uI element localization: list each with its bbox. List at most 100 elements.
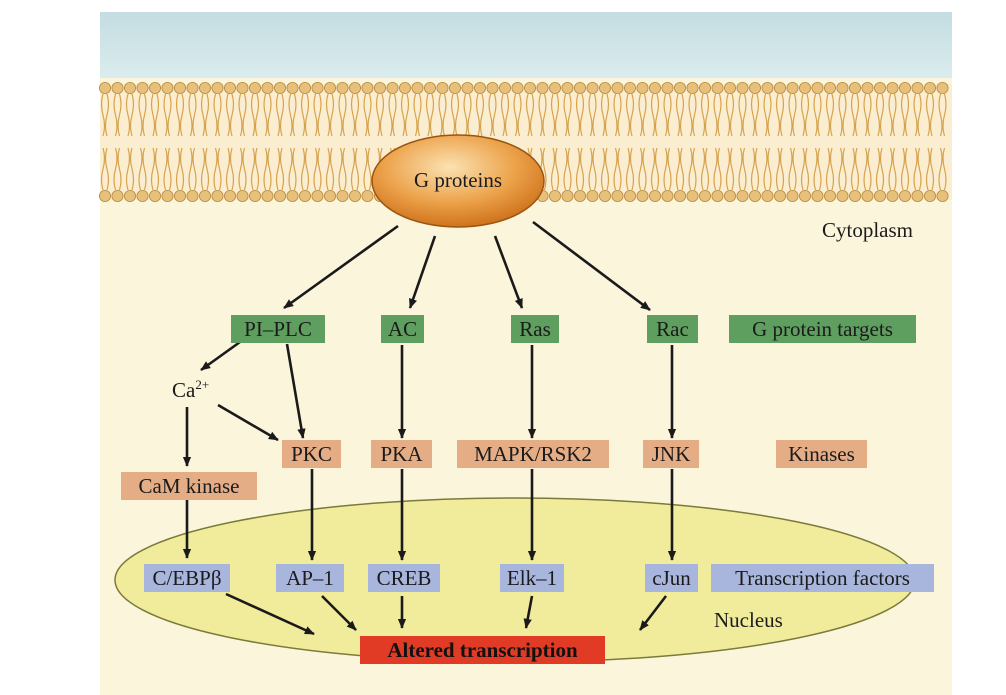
lipid-tail <box>938 147 943 191</box>
lipid-tail <box>154 93 160 137</box>
lipid-tail <box>892 147 897 191</box>
lipid-head <box>811 82 824 95</box>
lipid-tail <box>942 147 947 191</box>
lipid-head <box>661 189 674 202</box>
lipid-tail <box>642 93 647 137</box>
lipid-tail <box>692 93 697 137</box>
extracellular-region <box>100 12 952 78</box>
lipid-head <box>561 82 574 95</box>
lipid-tail <box>275 93 281 137</box>
lipid-head <box>236 189 249 202</box>
lipid-head <box>286 82 299 95</box>
lipid-tail <box>717 147 722 191</box>
lipid-tail <box>129 147 135 191</box>
lipid-tail <box>292 147 297 191</box>
lipid-head <box>599 189 612 202</box>
lipid-tail <box>363 93 368 137</box>
lipid-head <box>124 189 137 202</box>
lipid-tail <box>417 93 422 137</box>
lipid-tail <box>317 147 322 191</box>
lipid-head <box>899 189 912 202</box>
lipid-tail <box>542 93 547 137</box>
lipid-tail <box>213 93 218 137</box>
lipid-tail <box>475 93 481 137</box>
lipid-head <box>236 82 249 95</box>
lipid-tail <box>679 93 685 137</box>
lipid-tail <box>763 147 768 191</box>
lipid-tail <box>775 147 781 191</box>
lipid-tail <box>100 147 106 191</box>
lipid-head <box>886 189 899 202</box>
lipid-head <box>549 189 562 202</box>
lipid-tail <box>700 147 706 191</box>
lipid-tail <box>375 93 381 137</box>
arrow-pi-plc-to-ca <box>200 340 241 372</box>
lipid-head <box>924 189 937 202</box>
lipid-tail <box>642 147 647 191</box>
lipid-head <box>661 82 674 95</box>
lipid-tail <box>729 147 735 191</box>
lipid-head <box>148 82 161 95</box>
lipid-tail <box>838 93 843 137</box>
g-proteins-label: G proteins <box>413 168 503 192</box>
lipid-tail <box>138 147 143 191</box>
tf-cebp-beta: C/EBPβ <box>144 564 230 592</box>
lipid-tail <box>438 93 443 137</box>
lipid-tail <box>742 147 747 191</box>
lipid-tail <box>250 147 256 191</box>
lipid-head <box>736 82 749 95</box>
lipid-tail <box>704 147 710 191</box>
lipid-tail <box>804 147 810 191</box>
lipid-head <box>736 189 749 202</box>
lipid-head <box>211 82 224 95</box>
lipid-tail <box>563 93 568 137</box>
lipid-tail <box>300 147 306 191</box>
lipid-tail <box>650 147 656 191</box>
lipid-bilayer <box>99 82 949 202</box>
lipid-tail <box>263 93 268 137</box>
lipid-head <box>511 82 524 95</box>
lipid-tail <box>667 147 672 191</box>
lipid-head <box>148 189 161 202</box>
lipid-head <box>223 82 236 95</box>
lipid-tail <box>267 147 272 191</box>
lipid-tail <box>167 93 172 137</box>
lipid-tail <box>325 93 331 137</box>
lipid-tail <box>888 93 893 137</box>
lipid-tail <box>729 93 735 137</box>
lipid-head <box>186 82 199 95</box>
lipid-tail <box>879 93 885 137</box>
lipid-tail <box>150 93 156 137</box>
lipid-head <box>811 189 824 202</box>
lipid-tail <box>754 93 760 137</box>
lipid-tail <box>242 93 247 137</box>
lipid-tail <box>388 93 393 137</box>
lipid-head <box>636 189 649 202</box>
lipid-tail <box>150 147 156 191</box>
lipid-tail <box>367 147 372 191</box>
lipid-tail <box>229 93 235 137</box>
lipid-tail <box>929 93 935 137</box>
lipid-tail <box>175 93 181 137</box>
lipid-head <box>248 189 261 202</box>
lipid-head <box>173 82 186 95</box>
lipid-tail <box>700 93 706 137</box>
lipid-tail <box>554 93 560 137</box>
lipid-tail <box>604 93 610 137</box>
lipid-tail <box>879 147 885 191</box>
kinases-row-label: Kinases <box>776 440 867 468</box>
tf-elk1: Elk–1 <box>500 564 564 592</box>
lipid-head <box>624 189 637 202</box>
lipid-tail <box>667 93 672 137</box>
lipid-tail <box>754 147 760 191</box>
lipid-tail <box>288 147 293 191</box>
lipid-tail <box>104 93 110 137</box>
lipid-tail <box>600 93 606 137</box>
lipid-head <box>936 189 949 202</box>
lipid-tail <box>875 93 881 137</box>
lipid-tail <box>204 147 210 191</box>
lipid-tail <box>738 147 743 191</box>
lipid-head <box>273 189 286 202</box>
lipid-tail <box>675 147 681 191</box>
